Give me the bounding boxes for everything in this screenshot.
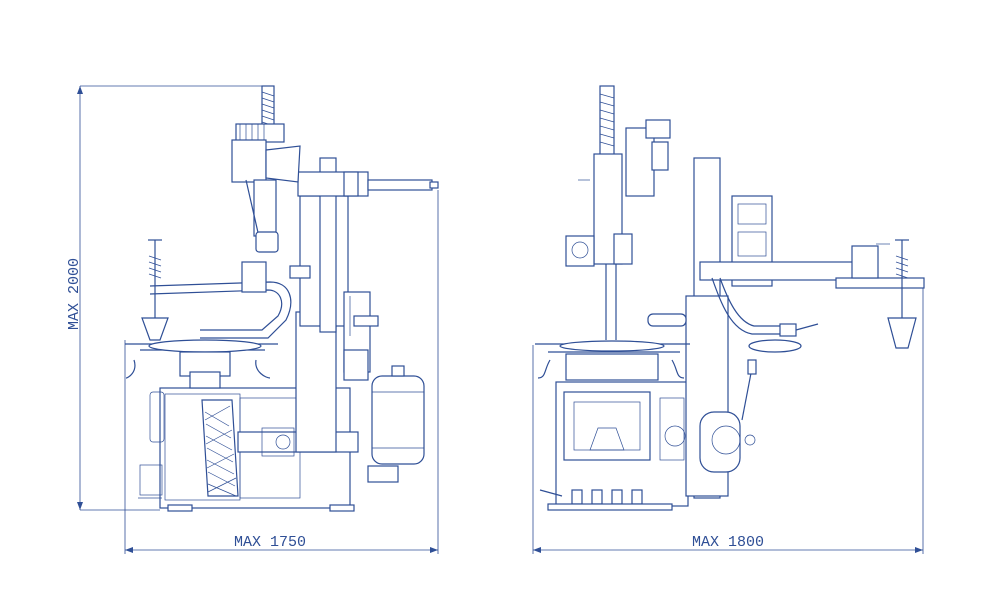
left-width-dimension-label: MAX 1750 <box>234 534 306 551</box>
height-dimension-label: MAX 2000 <box>66 258 83 330</box>
right-width-dimension-label: MAX 1800 <box>692 534 764 551</box>
front-view-machine <box>535 85 925 511</box>
height-dimension: MAX 2000 <box>66 85 262 511</box>
right-width-dimension: MAX 1800 <box>532 285 924 554</box>
side-view-machine <box>125 85 439 512</box>
left-width-dimension: MAX 1750 <box>124 190 439 554</box>
